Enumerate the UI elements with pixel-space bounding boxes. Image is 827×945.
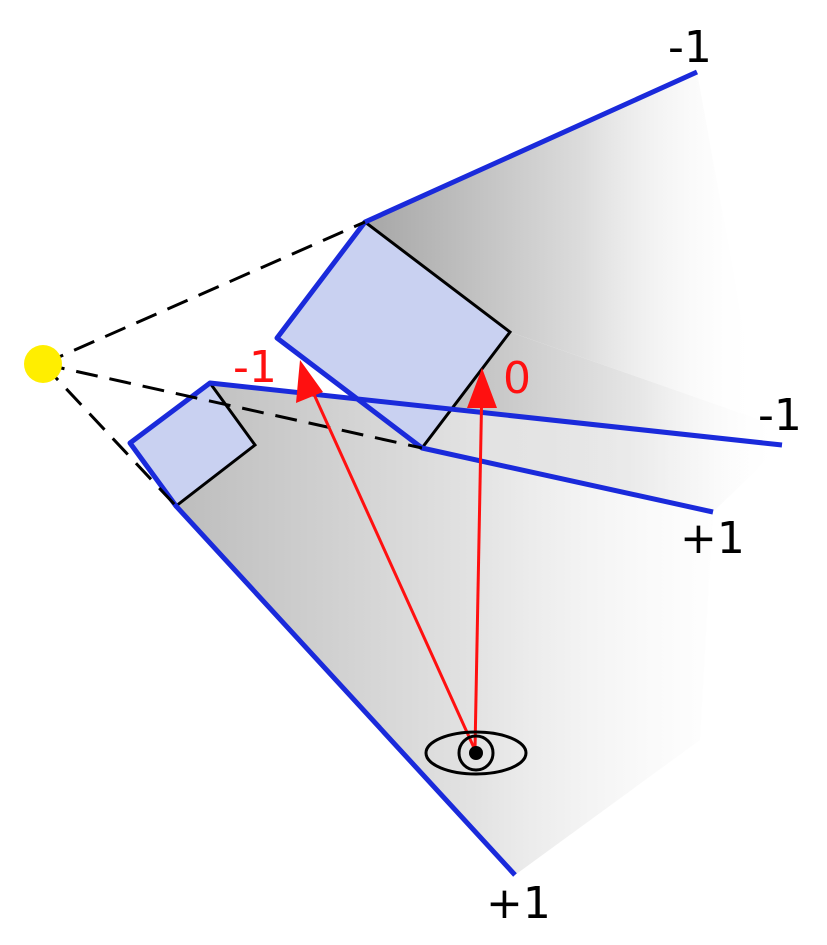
eye-ray-right-arrowhead [467,368,497,408]
lower-ray-count-label: +1 [680,513,745,564]
eye-ray-left-count-label: -1 [233,342,277,393]
light-ray-middle [42,362,423,450]
eye-ray-left [301,369,477,751]
upper-shadow-volume [365,72,760,420]
eye-ray-right [473,379,484,751]
middle-ray-count-label: -1 [758,390,802,441]
middle-shadow-edge [127,380,783,877]
bottom-edge-count-label: +1 [486,878,551,929]
top-edge-count-label: -1 [668,22,712,73]
upper-shadow-edge [274,69,714,515]
lower-shadow-volume [176,383,782,875]
eye-ray-left-arrowhead [296,360,323,403]
eye-ray-right-count-label: 0 [503,353,531,404]
light-bulb-icon [24,345,62,383]
eye-icon [424,730,528,776]
light-ray-top [42,220,366,366]
